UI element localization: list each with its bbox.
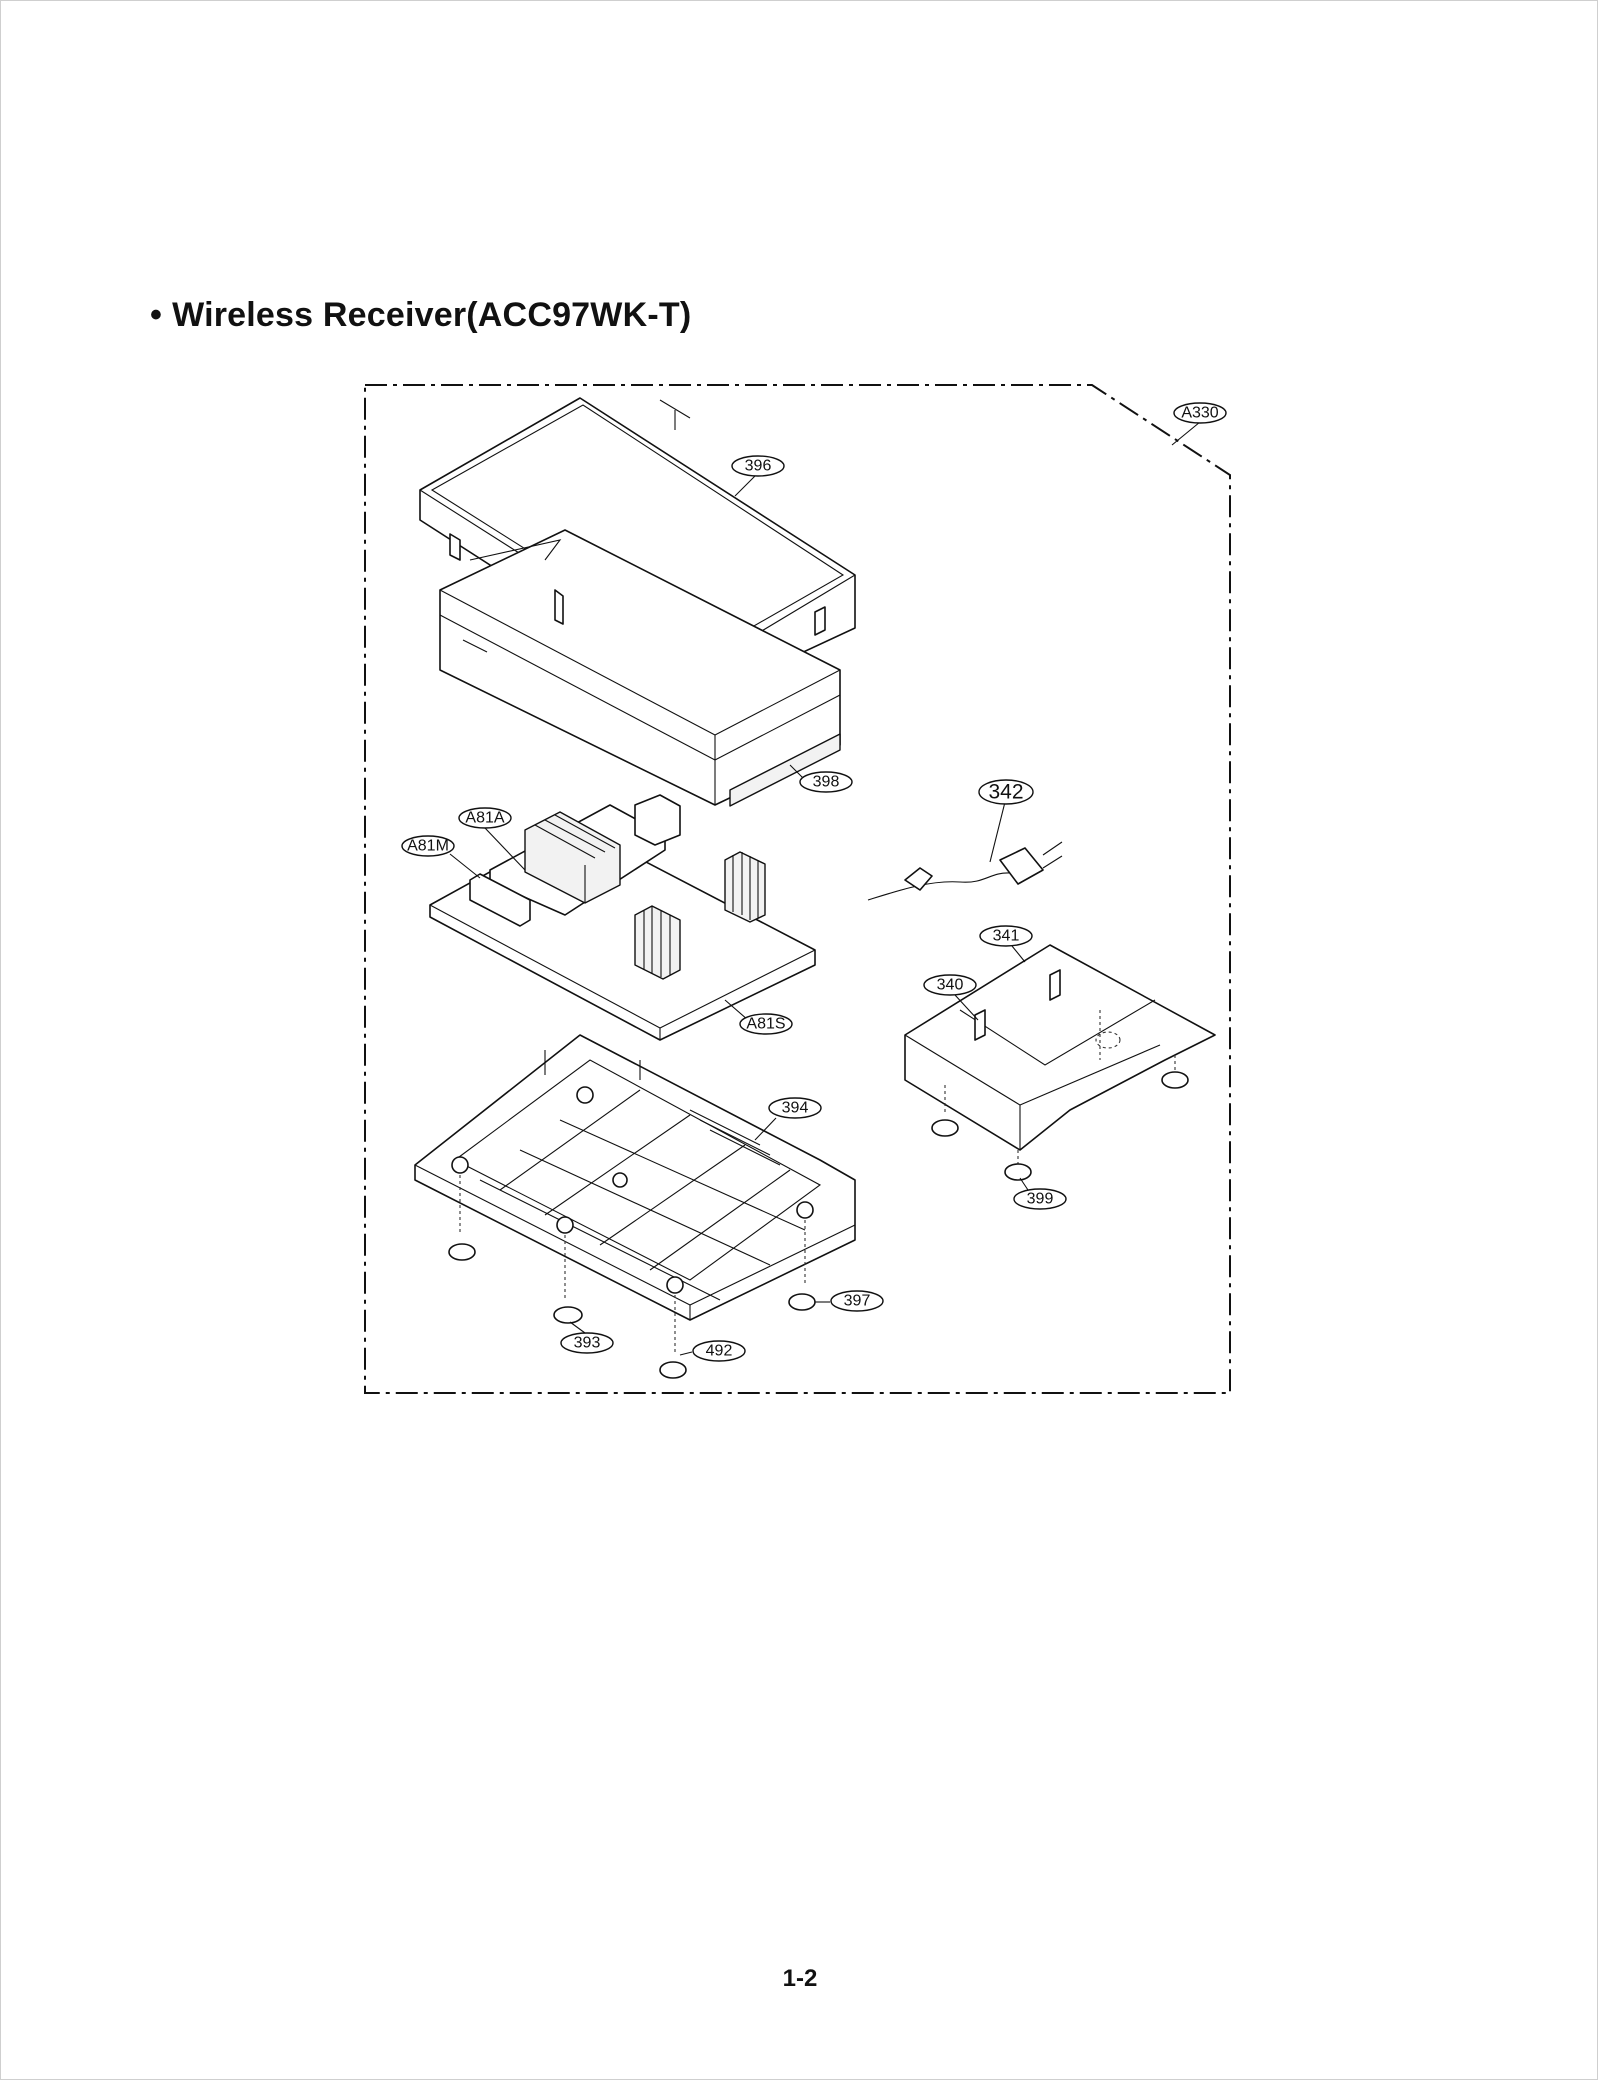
callout-341: [979, 925, 1033, 947]
section-title: •Wireless Receiver(ACC97WK-T): [150, 296, 691, 335]
callout-393: [560, 1332, 614, 1354]
callout-a81s: [739, 1013, 793, 1035]
callout-398-label: 398: [813, 774, 840, 791]
callout-393-label: 393: [574, 1335, 601, 1352]
callout-a330-label: A330: [1181, 405, 1218, 422]
title-text: Wireless Receiver(ACC97WK-T): [172, 296, 692, 334]
callout-492: [692, 1340, 746, 1362]
title-bullet: •: [150, 296, 163, 334]
callout-a81m: [401, 835, 455, 857]
callout-396: [731, 455, 785, 477]
callout-398: [799, 771, 853, 793]
callout-394: [768, 1097, 822, 1119]
callout-a81s-label: A81S: [746, 1016, 785, 1033]
callout-396-label: 396: [745, 458, 772, 475]
callout-492-label: 492: [706, 1343, 733, 1360]
stand-part: [904, 944, 1216, 1181]
page-number: 1-2: [782, 1965, 818, 1992]
feet-and-screws: [448, 1175, 816, 1379]
callout-399-label: 399: [1027, 1191, 1054, 1208]
sub-board-a81m-part: [469, 873, 531, 927]
callout-342-label: 342: [988, 781, 1023, 804]
callout-397-label: 397: [844, 1293, 871, 1310]
power-cord-part: [867, 841, 1063, 901]
assembly-boundary: [364, 384, 1231, 1394]
callout-a81a: [458, 807, 512, 829]
callout-397: [830, 1290, 884, 1312]
bottom-case-part: [414, 1034, 856, 1321]
callout-394-label: 394: [782, 1100, 809, 1117]
callout-399: [1013, 1188, 1067, 1210]
upper-case-part: [439, 529, 841, 807]
callout-340-label: 340: [937, 977, 964, 994]
callout-342: [978, 779, 1034, 805]
callout-a81m-label: A81M: [407, 838, 449, 855]
callout-a81a-label: A81A: [465, 810, 504, 827]
callout-340: [923, 974, 977, 996]
sub-board-a81a-part: [489, 794, 681, 916]
callout-a330: [1173, 402, 1227, 424]
callout-341-label: 341: [993, 928, 1020, 945]
